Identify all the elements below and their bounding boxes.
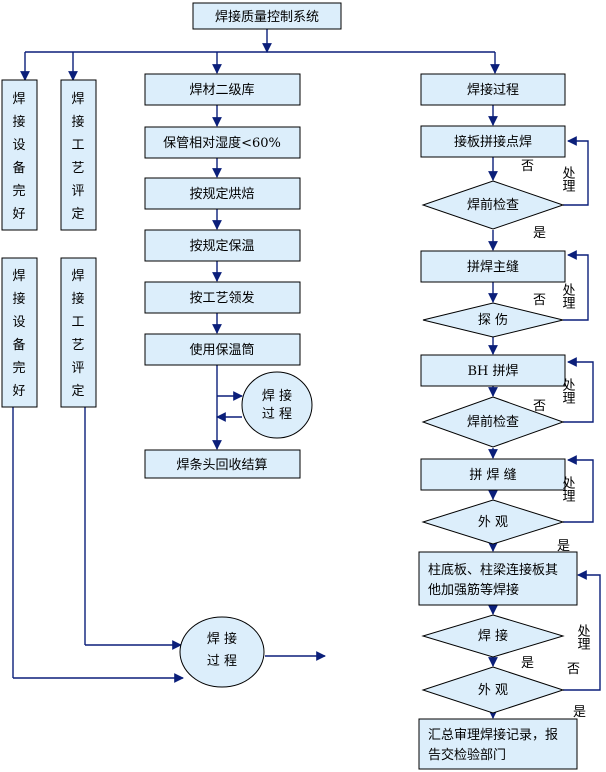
right-step-2: 拼焊主缝 [420, 250, 566, 283]
right-step-5-line2: 他加强筋等焊接 [428, 582, 519, 598]
mid-step-6-text: 使用保温筒 [189, 342, 254, 358]
mid-step-2-text: 保管相对湿度<60% [163, 135, 281, 151]
left-a-bottom-char-1: 焊 [12, 268, 25, 284]
right-decision-2-text: 探 伤 [478, 313, 508, 328]
left-b-top-char-2: 接 [71, 114, 84, 130]
mid-step-3-text: 按规定烘焙 [189, 187, 254, 202]
left-a-bottom-char-6: 好 [12, 384, 25, 399]
mid-step-4: 按规定保温 [144, 229, 301, 262]
label-yes-2: 是 [557, 539, 570, 554]
right-decision-5: 焊 接 [421, 614, 565, 658]
left-a-bottom-char-5: 完 [12, 361, 25, 376]
right-decision-1: 焊前检查 [421, 180, 565, 230]
left-col-a-top: 焊 接 设 备 完 好 [1, 79, 38, 231]
right-step-3-text: BH 拼焊 [467, 363, 518, 379]
left-a-bottom-char-3: 设 [12, 315, 25, 330]
left-b-top-char-3: 工 [71, 138, 84, 153]
right-step-1-text: 接板拼接点焊 [454, 134, 532, 150]
mid-step-1: 焊材二级库 [144, 73, 301, 106]
right-step-6-line1: 汇总审理焊接记录，报 [428, 727, 558, 743]
left-b-top-char-6: 定 [71, 207, 84, 222]
mid-recycle-text: 焊条头回收结算 [176, 457, 267, 473]
left-col-a-bottom: 焊 接 设 备 完 好 [1, 257, 38, 408]
left-a-top-char-2: 接 [12, 114, 25, 130]
right-decision-3: 焊前检查 [421, 396, 565, 448]
right-decision-4-text: 外 观 [478, 515, 508, 530]
right-step-3: BH 拼焊 [420, 354, 566, 387]
title-text: 焊接质量控制系统 [215, 9, 319, 25]
left-col-b-top: 焊 接 工 艺 评 定 [60, 79, 97, 231]
label-handle-4: 处理 [560, 476, 576, 502]
label-no-1: 否 [521, 159, 534, 174]
label-handle-5: 处理 [575, 624, 591, 650]
right-decision-6: 外 观 [421, 666, 565, 714]
right-step-4: 拼 焊 缝 [420, 458, 566, 491]
title-box: 焊接质量控制系统 [192, 2, 342, 30]
right-decision-2: 探 伤 [422, 302, 564, 338]
label-no-3: 否 [533, 399, 546, 414]
label-no-2: 否 [533, 293, 546, 308]
right-step-1: 接板拼接点焊 [420, 125, 566, 158]
label-handle-2: 处理 [560, 283, 576, 309]
mid-step-6: 使用保温筒 [144, 333, 301, 366]
mid-step-5-text: 按工艺领发 [189, 290, 254, 306]
label-yes-1: 是 [533, 226, 546, 241]
right-decision-4: 外 观 [421, 499, 565, 545]
left-col-b-bottom: 焊 接 工 艺 评 定 [60, 257, 97, 408]
mid-recycle-box: 焊条头回收结算 [144, 449, 301, 479]
mid-circle-line1: 焊 接 [262, 388, 292, 404]
left-a-top-char-3: 设 [12, 138, 25, 153]
mid-step-5: 按工艺领发 [144, 281, 301, 314]
right-header-box: 焊接过程 [420, 73, 566, 106]
right-step-4-text: 拼 焊 缝 [469, 467, 516, 483]
left-b-bottom-char-1: 焊 [71, 268, 84, 284]
left-a-top-char-5: 完 [12, 184, 25, 199]
right-header-text: 焊接过程 [467, 82, 519, 98]
right-decision-5-text: 焊 接 [478, 628, 508, 644]
right-decision-3-text: 焊前检查 [467, 414, 519, 430]
mid-step-1-text: 焊材二级库 [189, 82, 254, 98]
left-b-top-char-5: 评 [71, 184, 84, 199]
bottom-circle-line2: 过 程 [207, 654, 237, 669]
bottom-process-circle: 焊 接 过 程 [179, 616, 265, 688]
left-a-bottom-char-4: 备 [12, 337, 25, 353]
left-b-top-char-1: 焊 [71, 91, 84, 107]
mid-process-circle: 焊 接 过 程 [241, 371, 313, 439]
left-a-bottom-char-2: 接 [12, 291, 25, 307]
mid-step-2: 保管相对湿度<60% [144, 126, 301, 159]
mid-step-4-text: 按规定保温 [189, 239, 254, 254]
left-b-top-char-4: 艺 [71, 161, 84, 176]
left-b-bottom-char-4: 艺 [71, 338, 84, 353]
right-step-2-text: 拼焊主缝 [467, 259, 519, 275]
label-handle-3: 处理 [560, 378, 576, 404]
edge-labels: 否 是 否 否 是 是 否 是 处理 处理 处理 处理 处理 [521, 159, 590, 720]
left-a-top-char-1: 焊 [12, 91, 25, 107]
label-no-4: 否 [567, 662, 580, 677]
left-b-bottom-char-6: 定 [71, 384, 84, 399]
right-step-6-line2: 告交检验部门 [428, 747, 506, 763]
label-yes-3: 是 [521, 656, 534, 671]
connectors [12, 29, 601, 719]
mid-circle-line2: 过 程 [262, 407, 292, 422]
right-step-6: 汇总审理焊接记录，报 告交检验部门 [418, 718, 578, 770]
bottom-circle-line1: 焊 接 [207, 631, 237, 647]
right-step-5-line1: 柱底板、柱梁连接板其 [428, 562, 558, 578]
label-handle-1a: 处理 [560, 166, 576, 192]
mid-step-3: 按规定烘焙 [144, 177, 301, 210]
left-b-bottom-char-3: 工 [71, 315, 84, 330]
right-decision-6-text: 外 观 [478, 683, 508, 698]
right-step-5: 柱底板、柱梁连接板其 他加强筋等焊接 [418, 551, 578, 606]
left-a-top-char-4: 备 [12, 160, 25, 176]
label-yes-4: 是 [573, 705, 586, 720]
left-a-top-char-6: 好 [12, 207, 25, 222]
left-b-bottom-char-2: 接 [71, 291, 84, 307]
right-decision-1-text: 焊前检查 [467, 197, 519, 213]
left-b-bottom-char-5: 评 [71, 361, 84, 376]
